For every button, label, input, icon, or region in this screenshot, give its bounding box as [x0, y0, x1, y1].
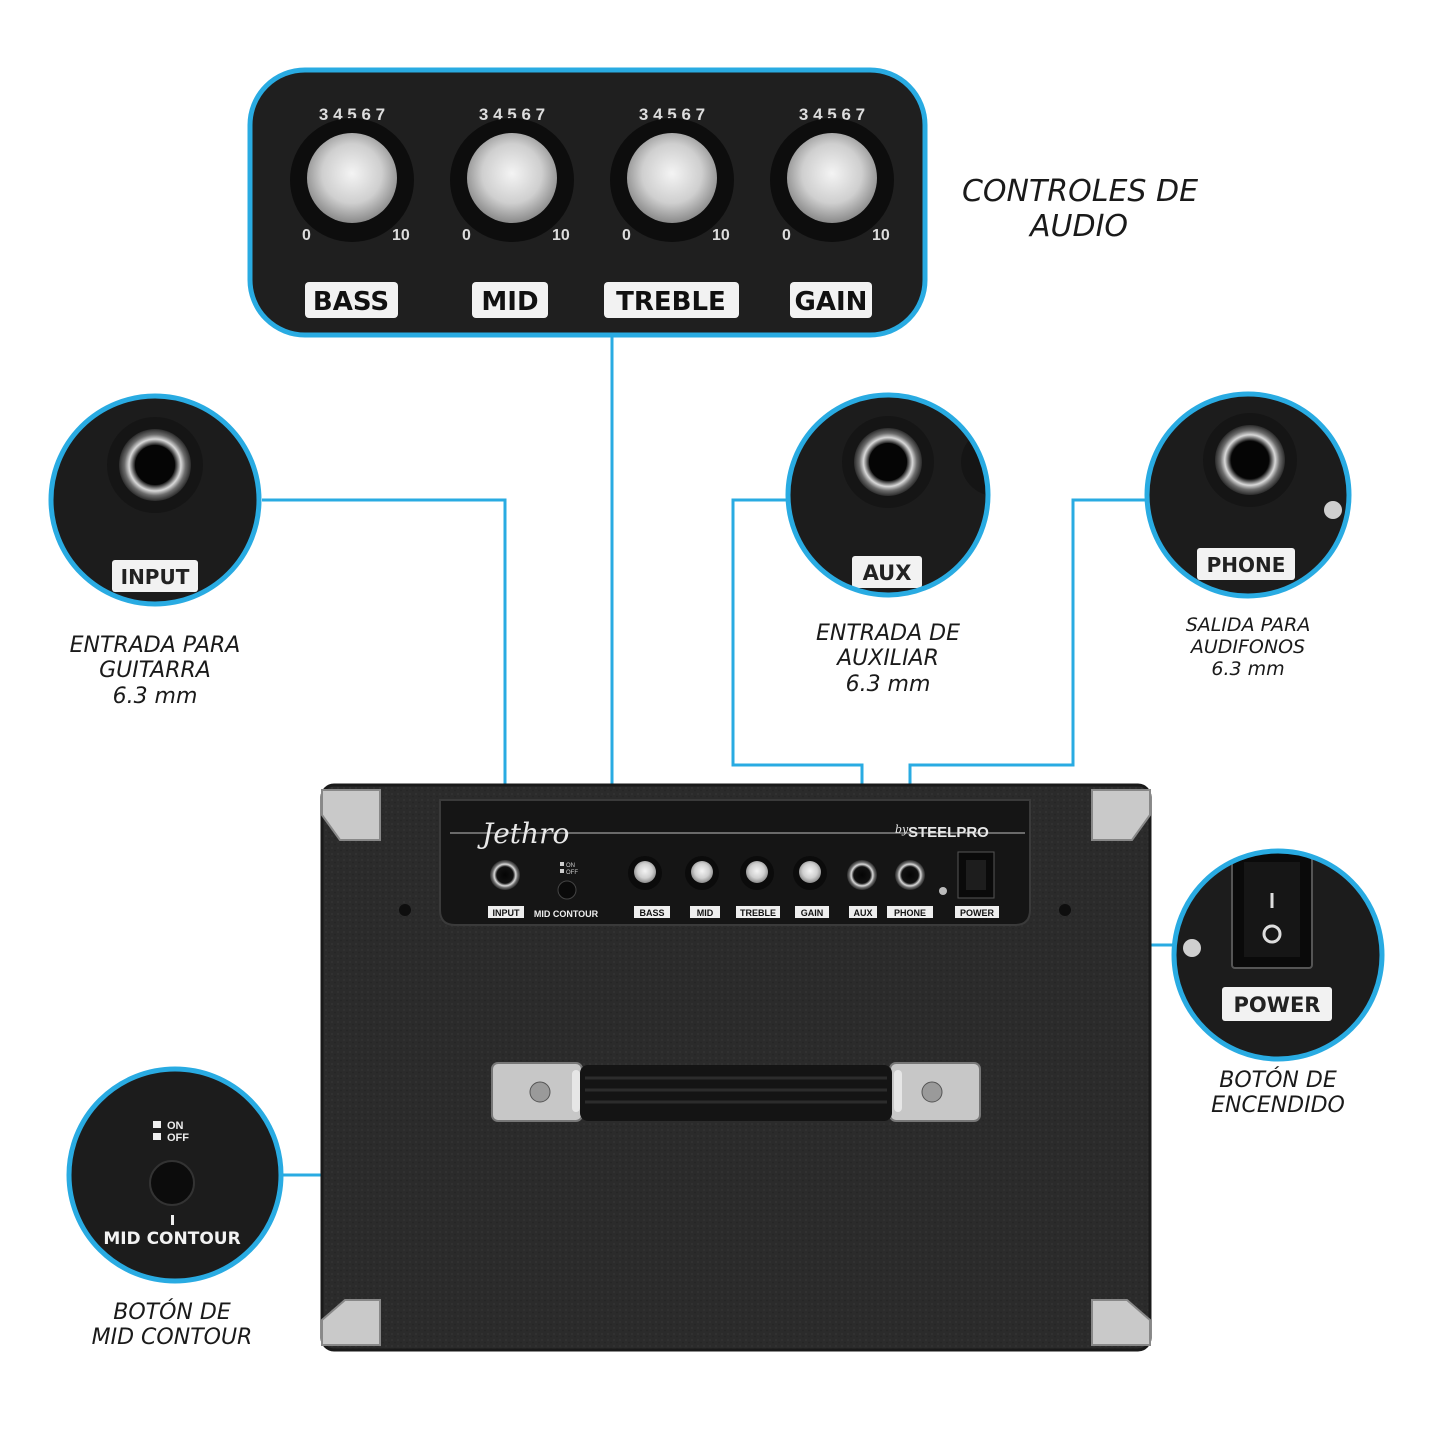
- knob-bass-large: 3 4 5 6 7 0 10: [290, 105, 414, 244]
- bass-label: BASS: [313, 287, 389, 317]
- corner-top-right: [1091, 789, 1151, 841]
- panel-mid-contour-label: MID CONTOUR: [534, 909, 599, 919]
- aux-callout: AUX: [785, 392, 991, 598]
- carry-handle: [491, 1062, 981, 1122]
- knob-mid-large: 3 4 5 6 7 0 10: [450, 105, 574, 244]
- audio-controls-caption: CONTROLES DE AUDIO: [961, 174, 1199, 244]
- panel-gain-knob: [799, 861, 821, 883]
- power-callout-label: POWER: [1234, 993, 1321, 1017]
- svg-text:10: 10: [712, 227, 730, 244]
- aux-callout-label: AUX: [863, 561, 912, 585]
- svg-text:0: 0: [782, 227, 791, 244]
- svg-text:3 4 5 6 7: 3 4 5 6 7: [799, 105, 865, 124]
- panel-aux-jack: [847, 860, 877, 890]
- svg-text:3 4 5 6 7: 3 4 5 6 7: [639, 105, 705, 124]
- knob-gain-large: 3 4 5 6 7 0 10: [770, 105, 894, 244]
- line-input: [262, 498, 507, 855]
- aux-caption: ENTRADA DE AUXILIAR 6.3 mm: [816, 621, 960, 697]
- mid-on-text: ON: [167, 1120, 184, 1132]
- brand-maker: STEELPRO: [908, 824, 989, 841]
- svg-text:0: 0: [302, 227, 311, 244]
- brand-logo: Jethro: [477, 817, 569, 850]
- svg-text:10: 10: [552, 227, 570, 244]
- mid-label: MID: [481, 287, 538, 317]
- line-audio-controls: [610, 335, 810, 802]
- screw-right: [1059, 904, 1071, 916]
- panel-treble-label: TREBLE: [740, 908, 776, 918]
- phone-callout-label: PHONE: [1207, 553, 1286, 577]
- mid-contour-callout-label: MID CONTOUR: [103, 1229, 240, 1249]
- corner-bottom-left: [321, 1299, 381, 1346]
- phone-callout: PHONE: [1144, 391, 1352, 599]
- screw-left: [399, 904, 411, 916]
- panel-bass-label: BASS: [639, 908, 664, 918]
- panel-aux-label: AUX: [853, 908, 872, 918]
- input-caption: ENTRADA PARA GUITARRA 6.3 mm: [69, 633, 241, 709]
- power-caption: BOTÓN DE ENCENDIDO: [1211, 1068, 1345, 1119]
- power-callout: POWER: [1171, 848, 1385, 1062]
- panel-phone-jack: [895, 860, 925, 890]
- svg-text:0: 0: [622, 227, 631, 244]
- gain-label: GAIN: [795, 287, 868, 317]
- mid-contour-caption: BOTÓN DE MID CONTOUR: [91, 1300, 253, 1351]
- panel-mid-knob: [691, 861, 713, 883]
- panel-power-label: POWER: [960, 908, 995, 918]
- input-callout-label: INPUT: [121, 565, 190, 589]
- panel-input-jack: [490, 860, 520, 890]
- amplifier-cabinet: Jethro by STEELPRO ON OFF INPUT MID CONT…: [320, 783, 1152, 1352]
- panel-input-label: INPUT: [493, 908, 521, 918]
- mid-contour-callout: ON OFF MID CONTOUR: [66, 1066, 284, 1284]
- panel-gain-label: GAIN: [801, 908, 824, 918]
- brand-by: by: [895, 823, 909, 836]
- phone-caption: SALIDA PARA AUDIFONOS 6.3 mm: [1185, 614, 1311, 680]
- svg-text:0: 0: [462, 227, 471, 244]
- corner-bottom-right: [1091, 1299, 1151, 1346]
- mid-off-text: OFF: [167, 1132, 189, 1144]
- knob-scale-text: 3 4 5 6 7: [319, 105, 385, 124]
- svg-text:10: 10: [872, 227, 890, 244]
- panel-mid-contour-button: [557, 880, 577, 900]
- svg-text:3 4 5 6 7: 3 4 5 6 7: [479, 105, 545, 124]
- panel-treble-knob: [746, 861, 768, 883]
- input-callout: INPUT: [48, 393, 262, 607]
- control-panel: [439, 799, 1031, 926]
- panel-mid-label: MID: [697, 908, 714, 918]
- panel-off-text: OFF: [566, 870, 578, 876]
- panel-on-text: ON: [566, 863, 575, 869]
- knob-treble-large: 3 4 5 6 7 0 10: [610, 105, 734, 244]
- treble-label: TREBLE: [616, 287, 726, 317]
- panel-phone-label: PHONE: [894, 908, 926, 918]
- audio-controls-callout: 3 4 5 6 7 0 10 3 4 5 6 7 0 10 3 4 5 6 7 …: [247, 67, 928, 338]
- svg-text:10: 10: [392, 227, 410, 244]
- corner-top-left: [321, 789, 381, 841]
- panel-bass-knob: [634, 861, 656, 883]
